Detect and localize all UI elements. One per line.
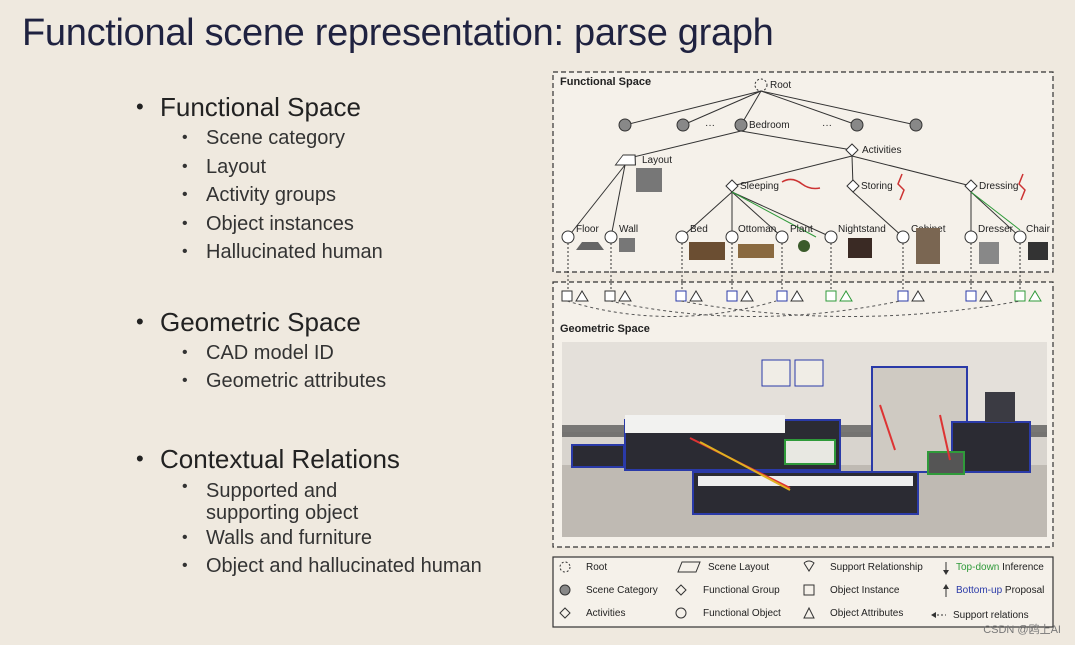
slide-title: Functional scene representation: parse g… <box>22 12 774 55</box>
legend-support-relationship: Support Relationship <box>830 562 923 573</box>
bullet-item: CAD model ID <box>130 339 540 368</box>
legend-top-down: Top-down Inference <box>956 562 1044 573</box>
section-geometric-space: Geometric Space CAD model ID Geometric a… <box>130 305 540 396</box>
legend-top-down-suffix: Inference <box>999 562 1044 573</box>
bullet-outline: Functional Space Scene category Layout A… <box>130 90 540 581</box>
scene-category-node <box>677 119 689 131</box>
section-heading: Geometric Space <box>130 305 540 339</box>
legend-functional-group: Functional Group <box>703 585 780 596</box>
ellipsis: ··· <box>822 120 832 131</box>
legend-object-instance: Object Instance <box>830 585 900 596</box>
scene-category-node <box>619 119 631 131</box>
object-label: Ottoman <box>738 224 776 235</box>
bedroom-label: Bedroom <box>749 120 790 131</box>
legend-bottom-up-suffix: Proposal <box>1002 585 1044 596</box>
section-functional-space: Functional Space Scene category Layout A… <box>130 90 540 267</box>
legend-activities: Activities <box>586 608 625 619</box>
parse-graph-svg: Functional Space Root ··· Bedroom ··· La… <box>550 70 1055 630</box>
legend-support-relations: Support relations <box>953 610 1029 621</box>
group-label: Dressing <box>979 181 1018 192</box>
bullet-item: Supported and supporting object <box>130 476 436 524</box>
object-label: Dresser <box>978 224 1014 235</box>
object-label: Floor <box>576 224 599 235</box>
bedroom-node <box>735 119 747 131</box>
bullet-item: Object instances <box>130 210 540 239</box>
bullet-item: Scene category <box>130 124 540 153</box>
legend-object-attributes: Object Attributes <box>830 608 903 619</box>
legend-top-down-label: Top-down <box>956 562 999 573</box>
object-label: Plant <box>790 224 813 235</box>
parse-graph-figure: Functional Space Root ··· Bedroom ··· La… <box>550 70 1055 630</box>
legend-functional-object: Functional Object <box>703 608 781 619</box>
ellipsis: ··· <box>705 120 715 131</box>
bullet-item: Walls and furniture <box>130 524 540 553</box>
legend-scene-category-icon <box>560 585 570 595</box>
section-contextual-relations: Contextual Relations Supported and suppo… <box>130 442 540 581</box>
room-render <box>562 342 1047 537</box>
scene-category-node <box>910 119 922 131</box>
legend-scene-layout: Scene Layout <box>708 562 769 573</box>
bullet-item: Layout <box>130 153 540 182</box>
layout-thumbnail <box>636 168 662 192</box>
legend-bottom-up: Bottom-up Proposal <box>956 585 1044 596</box>
legend-scene-category: Scene Category <box>586 585 658 596</box>
section-heading: Functional Space <box>130 90 540 124</box>
bullet-item: Hallucinated human <box>130 238 540 267</box>
bullet-item: Activity groups <box>130 181 540 210</box>
legend-bottom-up-label: Bottom-up <box>956 585 1003 596</box>
bullet-item: Object and hallucinated human <box>130 552 540 581</box>
root-label: Root <box>770 80 791 91</box>
object-label: Wall <box>619 224 638 235</box>
watermark: CSDN @鸥上AI <box>983 621 1061 637</box>
activities-label: Activities <box>862 145 901 156</box>
object-label: Bed <box>690 224 708 235</box>
layout-label: Layout <box>642 155 672 166</box>
group-label: Storing <box>861 181 893 192</box>
group-label: Sleeping <box>740 181 779 192</box>
scene-category-node <box>851 119 863 131</box>
functional-space-label: Functional Space <box>560 76 651 88</box>
bullet-item: Geometric attributes <box>130 367 540 396</box>
section-heading: Contextual Relations <box>130 442 540 476</box>
object-label: Nightstand <box>838 224 886 235</box>
object-label: Chair <box>1026 224 1051 235</box>
geometric-space-label: Geometric Space <box>560 323 650 335</box>
legend-root: Root <box>586 562 607 573</box>
